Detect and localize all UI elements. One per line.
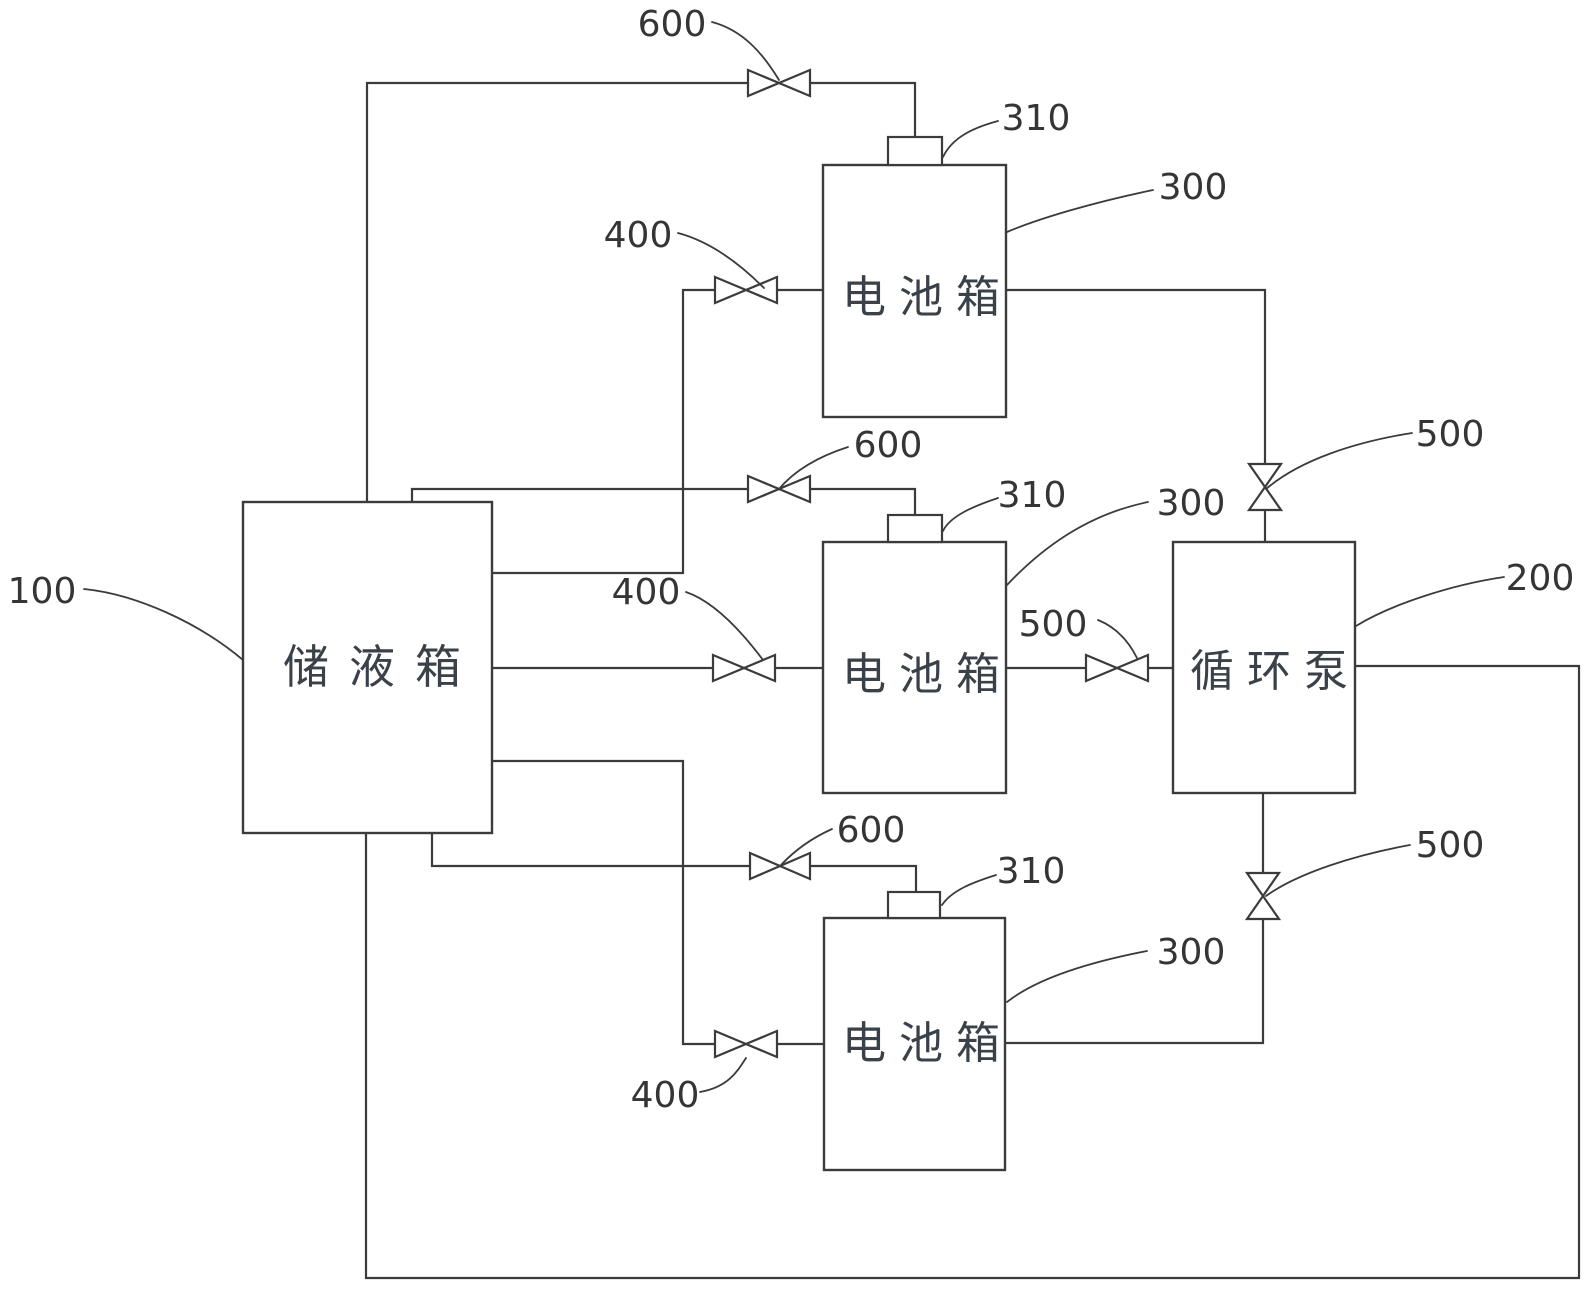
valve-600-bot-right-triangle — [777, 851, 812, 881]
valve-400-bot-right-triangle — [743, 1029, 779, 1059]
battery-port-top — [886, 135, 944, 167]
valve-500-mid-left-triangle — [1084, 653, 1120, 683]
label-300-bot: 300 — [1157, 932, 1226, 973]
valve-400-top — [713, 275, 779, 305]
leader-lines — [83, 21, 1505, 1093]
label-310-top: 310 — [1002, 98, 1071, 139]
valve-500-bot — [1244, 871, 1282, 921]
valve-400-bot — [713, 1029, 779, 1059]
leader-500-mid — [1097, 619, 1138, 659]
leader-300-top — [1006, 189, 1154, 233]
pump-label: 循环泵 — [1190, 646, 1361, 697]
label-200: 200 — [1506, 558, 1575, 599]
valves — [711, 68, 1284, 1059]
pipe-battery-top-to-valve500-top — [1004, 288, 1267, 466]
label-600-top: 600 — [638, 4, 707, 45]
label-400-top: 400 — [604, 215, 673, 256]
label-500-bot: 500 — [1416, 825, 1485, 866]
pipe-tank-top-to-vent-valve-top — [365, 81, 750, 504]
battery-top-label: 电池箱 — [842, 272, 1013, 323]
valve-500-mid-right-triangle — [1114, 653, 1150, 683]
pipe-network — [364, 81, 1581, 1280]
battery-port-mid — [886, 513, 944, 544]
battery-box-mid — [821, 540, 1008, 795]
label-600-bot: 600 — [837, 810, 906, 851]
battery-box-bot — [822, 916, 1007, 1172]
label-400-mid: 400 — [612, 572, 681, 613]
battery-box-top — [821, 163, 1008, 419]
valve-600-top-left-triangle — [746, 68, 782, 98]
valve-600-top-right-triangle — [776, 68, 812, 98]
pump-box — [1171, 540, 1357, 795]
leader-400-mid — [685, 591, 764, 661]
valve-500-top-upper-triangle — [1246, 462, 1284, 489]
valve-400-bot-left-triangle — [713, 1029, 749, 1059]
label-100: 100 — [8, 571, 77, 612]
label-310-bot: 310 — [997, 851, 1066, 892]
leader-600-mid — [778, 446, 849, 490]
valve-400-mid — [711, 653, 777, 683]
leader-400-bot — [699, 1057, 747, 1093]
leader-100 — [83, 588, 244, 661]
pipe-pump-right-return-to-tank — [364, 664, 1581, 1280]
battery-bot-label: 电池箱 — [842, 1018, 1013, 1069]
tank-box — [241, 500, 494, 835]
pipe-vent-mid-to-port-mid — [808, 487, 917, 517]
leader-500-top — [1265, 432, 1413, 490]
leader-310-mid — [942, 497, 999, 532]
pipe-tank-outlet3-to-valve400-bot — [490, 759, 717, 1046]
battery-mid-label: 电池箱 — [842, 649, 1013, 700]
component-labels: 储液箱 电池箱 电池箱 电池箱 循环泵 — [283, 272, 1361, 1069]
leader-310-top — [942, 120, 999, 158]
label-300-top: 300 — [1159, 167, 1228, 208]
valve-400-mid-left-triangle — [711, 653, 747, 683]
leader-300-mid — [1006, 501, 1149, 586]
tank-label: 储液箱 — [283, 640, 481, 694]
valve-400-top-left-triangle — [713, 275, 749, 305]
valve-500-mid — [1084, 653, 1150, 683]
valve-500-bot-lower-triangle — [1244, 894, 1282, 921]
valve-500-top — [1246, 462, 1284, 512]
pipe-vent-top-to-port-top — [808, 81, 917, 139]
leader-310-bot — [941, 874, 997, 906]
leader-600-bot — [780, 828, 833, 866]
pipe-vent-bot-to-port-bot — [808, 864, 918, 894]
pipe-tank-outlet1-to-valve400-top — [490, 288, 717, 575]
label-500-mid: 500 — [1019, 604, 1088, 645]
pipe-valve500-bot-to-battery-bot-right — [1003, 918, 1265, 1045]
reference-labels: 100 600 310 300 400 600 310 300 500 200 … — [8, 4, 1575, 1116]
leader-600-top — [711, 21, 780, 81]
label-310-mid: 310 — [998, 475, 1067, 516]
valve-600-bot — [748, 851, 812, 881]
leader-400-top — [677, 232, 765, 289]
label-600-mid: 600 — [854, 425, 923, 466]
leader-300-bot — [1006, 950, 1148, 1003]
valve-600-bot-left-triangle — [748, 851, 783, 881]
valve-500-bot-upper-triangle — [1244, 871, 1282, 898]
valve-400-mid-right-triangle — [741, 653, 777, 683]
pipe-tank-bottom-to-vent-valve-bot — [430, 831, 752, 868]
components — [241, 135, 1357, 1172]
pipe-tank-top-to-vent-valve-mid — [410, 487, 750, 504]
valve-400-top-right-triangle — [743, 275, 779, 305]
valve-600-mid-left-triangle — [746, 474, 782, 504]
label-300-mid: 300 — [1157, 483, 1226, 524]
valve-600-mid-right-triangle — [776, 474, 812, 504]
valve-600-mid — [746, 474, 812, 504]
leader-500-bot — [1265, 844, 1411, 897]
label-500-top: 500 — [1416, 414, 1485, 455]
valve-500-top-lower-triangle — [1246, 485, 1284, 512]
label-400-bot: 400 — [631, 1075, 700, 1116]
battery-port-bot — [886, 890, 942, 920]
leader-200 — [1355, 576, 1505, 627]
valve-600-top — [746, 68, 812, 98]
